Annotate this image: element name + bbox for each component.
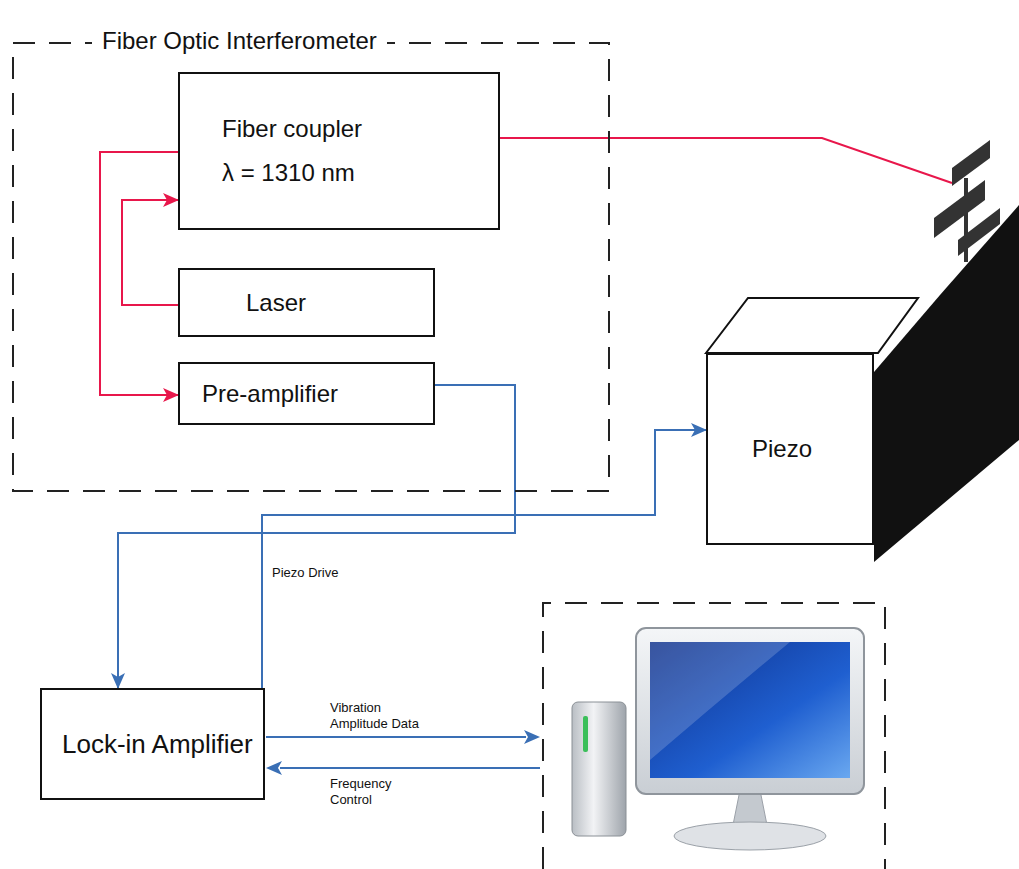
monitor-bezel (636, 628, 864, 794)
process-box: Pre-amplifier (178, 362, 435, 425)
connector (100, 152, 178, 395)
control-line (280, 767, 540, 769)
process-box: Laser (178, 268, 435, 337)
computer-tower (572, 702, 626, 836)
arrow-head (266, 761, 282, 775)
connector (118, 385, 515, 688)
signal-label: Vibration Amplitude Data (330, 700, 440, 731)
arrow-head (524, 730, 540, 744)
box-label: Piezo (752, 434, 812, 464)
sample-plate (874, 205, 1019, 562)
piezo-top (706, 298, 918, 353)
process-box: Piezo (706, 353, 874, 545)
box-label: Lock-in Amplifier (62, 728, 253, 761)
signal-label: Frequency Control (330, 776, 410, 807)
box-label: Pre-amplifier (202, 379, 338, 409)
probe-holder (952, 140, 990, 186)
data-line (266, 736, 526, 738)
process-box: Fiber coupler λ = 1310 nm (178, 72, 500, 230)
fiber-line (500, 138, 952, 183)
dashed-rect (13, 43, 609, 491)
signal-label: Piezo Drive (270, 565, 340, 581)
screen-glare (650, 642, 790, 760)
connector (122, 200, 178, 305)
process-box: Lock-in Amplifier (40, 688, 265, 800)
monitor-base (674, 822, 826, 850)
tower-light (583, 716, 588, 752)
box-label: Fiber coupler (222, 114, 362, 144)
connector (262, 430, 706, 688)
probe-rod (964, 178, 968, 262)
box-label: Laser (246, 288, 306, 318)
monitor-screen (650, 642, 850, 778)
box-label: λ = 1310 nm (222, 158, 355, 188)
group-title: Fiber Optic Interferometer (92, 26, 387, 56)
group-box: Fiber Optic InterferometerFiber couplerλ… (12, 42, 610, 492)
computer-region (543, 603, 885, 869)
